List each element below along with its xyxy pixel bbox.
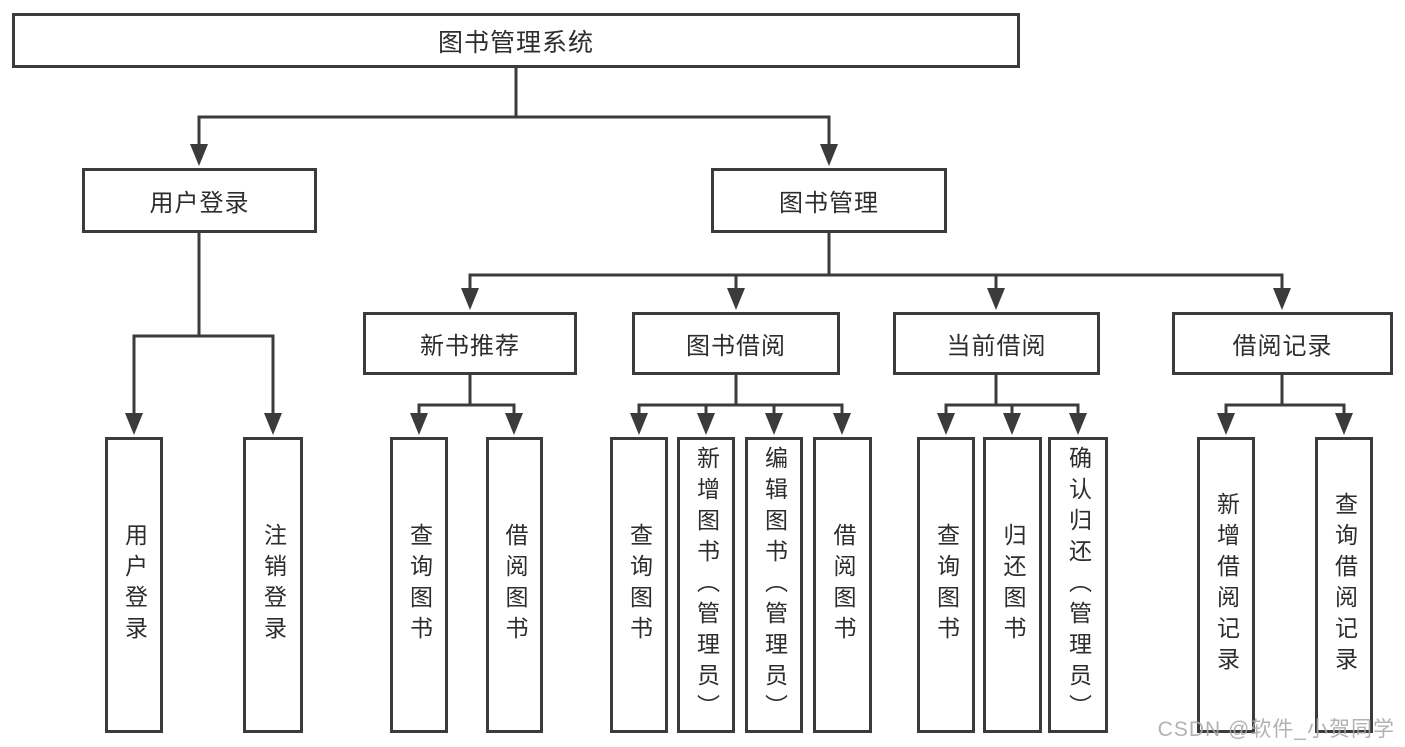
leaf-bb-add-books-admin: 新增图书（管理员） (677, 437, 735, 733)
leaf-br-query-record: 查询借阅记录 (1315, 437, 1373, 733)
leaf-label: 用户登录 (121, 523, 148, 647)
leaf-label: 归还图书 (1000, 523, 1026, 647)
leaf-user-login: 用户登录 (105, 437, 163, 733)
leaf-bb-edit-books-admin: 编辑图书（管理员） (745, 437, 803, 733)
leaf-label: 查询图书 (933, 523, 960, 647)
node-new-book-recommendation: 新书推荐 (363, 312, 577, 375)
leaf-logout: 注销登录 (243, 437, 303, 733)
leaf-cb-confirm-return-admin: 确认归还（管理员） (1048, 437, 1108, 733)
leaf-bb-borrow-books: 借阅图书 (813, 437, 872, 733)
leaf-label: 查询图书 (406, 523, 433, 647)
leaf-label: 查询图书 (626, 523, 653, 647)
leaf-label: 查询借阅记录 (1331, 492, 1358, 678)
leaf-label: 注销登录 (260, 523, 287, 647)
node-label: 借阅记录 (1232, 333, 1333, 360)
leaf-cb-return-books: 归还图书 (983, 437, 1042, 733)
leaf-label: 确认归还（管理员） (1065, 445, 1092, 725)
node-label: 当前借阅 (946, 333, 1047, 360)
node-user-login: 用户登录 (82, 168, 317, 233)
leaf-label: 借阅图书 (830, 523, 856, 647)
node-label: 图书管理 (779, 190, 879, 217)
node-current-borrowing: 当前借阅 (893, 312, 1100, 375)
leaf-label: 借阅图书 (502, 523, 528, 647)
node-library-management-system: 图书管理系统 (12, 13, 1020, 68)
csdn-watermark: CSDN @软件_小贺同学 (1157, 718, 1395, 741)
leaf-label: 新增借阅记录 (1213, 492, 1240, 678)
leaf-br-add-record: 新增借阅记录 (1197, 437, 1255, 733)
node-label: 图书借阅 (686, 333, 786, 360)
leaf-nbr-query-books: 查询图书 (390, 437, 448, 733)
node-borrowing-records: 借阅记录 (1172, 312, 1393, 375)
node-label: 用户登录 (149, 190, 250, 217)
leaf-nbr-borrow-books: 借阅图书 (486, 437, 543, 733)
leaf-label: 新增图书（管理员） (693, 445, 720, 725)
node-book-borrowing: 图书借阅 (632, 312, 840, 375)
leaf-bb-query-books: 查询图书 (610, 437, 668, 733)
leaf-label: 编辑图书（管理员） (761, 445, 788, 725)
node-label: 新书推荐 (420, 333, 520, 360)
node-book-management: 图书管理 (711, 168, 947, 233)
node-label: 图书管理系统 (437, 28, 594, 57)
leaf-cb-query-books: 查询图书 (917, 437, 975, 733)
